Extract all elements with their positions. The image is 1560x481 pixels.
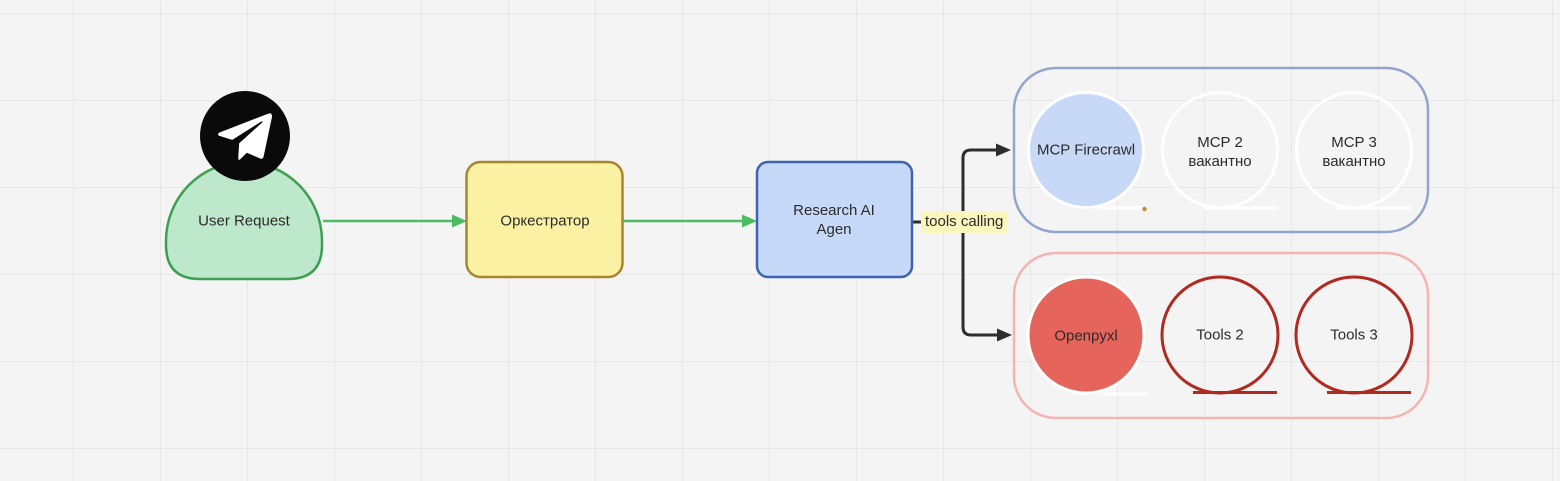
orchestrator-label-text: Оркестратор: [500, 212, 590, 230]
mcp-3-subtitle: вакантно: [1322, 153, 1386, 170]
arrowhead: [452, 214, 467, 228]
group-border: [1012, 66, 1430, 234]
edge-line: [961, 222, 998, 337]
group-border: [1012, 251, 1430, 420]
orchestrator-label: Оркестратор: [500, 212, 589, 231]
research-agent-line1: Research AI: [793, 202, 875, 219]
node-research-agent[interactable]: [755, 160, 914, 279]
edge-agent-to-tools-group[interactable]: [961, 222, 1012, 342]
user-request-label: User Request: [198, 212, 290, 231]
telegram-circle: [200, 91, 290, 181]
mcp-3-label: MCP 3 вакантно: [1322, 133, 1385, 171]
node-circle: [1026, 275, 1146, 395]
user-request-label-text: User Request: [198, 212, 290, 230]
tools-2-label: Tools 2: [1196, 326, 1244, 345]
mcp-firecrawl-label: MCP Firecrawl: [1037, 141, 1135, 160]
node-mcp-2[interactable]: [1161, 91, 1279, 210]
telegram-icon[interactable]: [200, 91, 290, 181]
node-shape: [465, 160, 624, 279]
research-agent-line2: Agen: [816, 221, 852, 238]
node-shape: [755, 160, 914, 279]
arrowhead: [742, 214, 757, 228]
node-mcp-3[interactable]: [1295, 91, 1413, 210]
arrowhead: [996, 143, 1011, 157]
node-tools-2[interactable]: [1160, 275, 1280, 395]
tools-calling-label: tools calling: [921, 211, 1008, 233]
mcp-2-label: MCP 2 вакантно: [1188, 133, 1251, 171]
research-agent-label: Research AI Agen: [793, 201, 875, 239]
tools-3-text: Tools 3: [1330, 326, 1378, 344]
node-orchestrator[interactable]: [465, 160, 624, 279]
mcp-2-subtitle: вакантно: [1188, 153, 1252, 170]
mcp-2-title: MCP 2: [1197, 134, 1243, 151]
tools-calling-text: tools calling: [925, 213, 1004, 230]
tools-2-text: Tools 2: [1196, 326, 1244, 344]
openpyxl-label: Openpyxl: [1054, 327, 1117, 346]
openpyxl-text: Openpyxl: [1054, 327, 1118, 345]
node-mcp-firecrawl[interactable]: [1027, 91, 1147, 210]
edge-orchestrator-to-agent[interactable]: [623, 214, 757, 228]
mcp-firecrawl-text: MCP Firecrawl: [1036, 141, 1136, 159]
arrowhead: [997, 328, 1012, 342]
mcp-3-title: MCP 3: [1331, 134, 1377, 151]
node-openpyxl[interactable]: [1026, 275, 1148, 396]
node-tools-3[interactable]: [1294, 275, 1414, 395]
edge-endpoint-dot: [1142, 206, 1147, 212]
node-circle: [1027, 91, 1145, 209]
telegram-plane-glyph: [217, 113, 273, 160]
edge-user-to-orchestrator[interactable]: [323, 214, 467, 228]
edge-line: [961, 148, 997, 222]
mcp-group-container[interactable]: [1012, 66, 1430, 234]
tools-3-label: Tools 3: [1330, 326, 1378, 345]
tools-group-container[interactable]: [1012, 251, 1430, 420]
